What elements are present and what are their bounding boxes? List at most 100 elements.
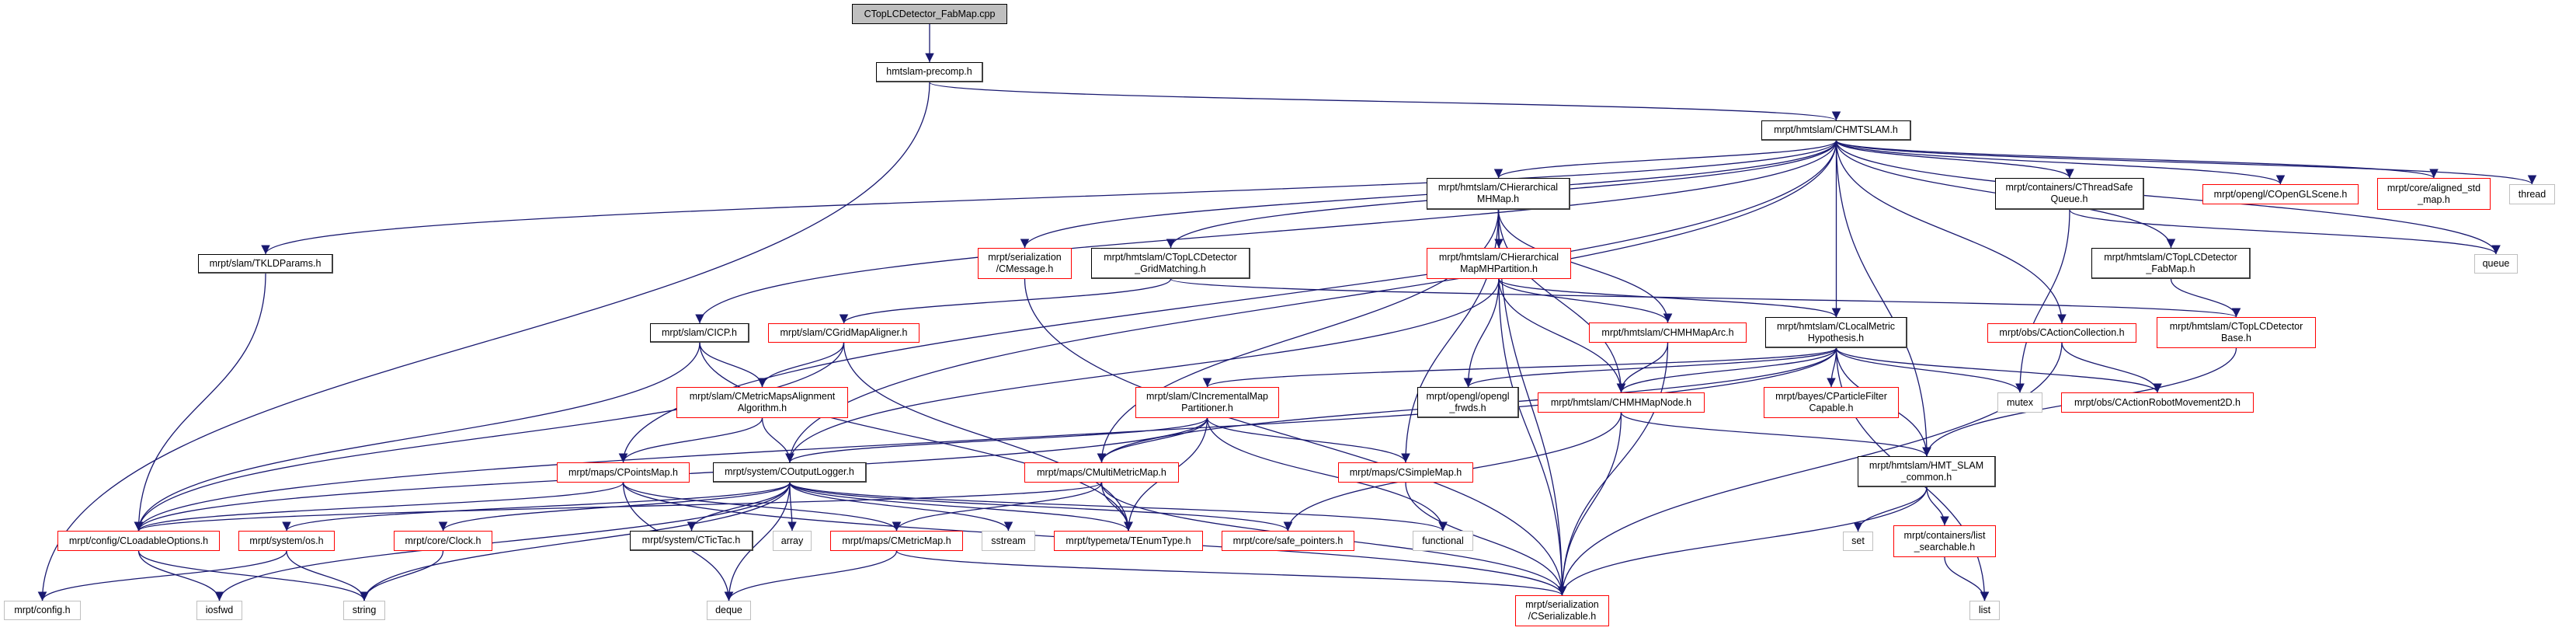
edge-simplemap-to-serializable [1405,482,1567,596]
node-logger[interactable]: mrpt/system/COutputLogger.h [713,462,867,483]
node-label: mrpt/maps/CSimpleMap.h [1349,466,1462,478]
node-label: mrpt/hmtslam/HMT_SLAM [1869,459,1984,471]
node-label: mrpt/slam/CIncrementalMap [1146,391,1268,402]
node-gridaligner[interactable]: mrpt/slam/CGridMapAligner.h [768,323,920,343]
node-arc[interactable]: mrpt/hmtslam/CHMHMapArc.h [1589,322,1747,343]
node-label: array [780,535,804,546]
node-gridmatch[interactable]: mrpt/hmtslam/CTopLCDetector_GridMatching… [1091,248,1250,279]
edge-hmhmap-to-node [1497,209,1626,393]
node-tictac[interactable]: mrpt/system/CTicTac.h [630,531,753,551]
node-mutex[interactable]: mutex [1997,392,2042,413]
node-label: Capable.h [1809,403,1854,413]
edge-metricmap-to-deque [724,550,898,601]
node-armov[interactable]: mrpt/obs/CActionRobotMovement2D.h [2061,392,2254,413]
node-label: MHMap.h [1476,193,1520,204]
node-label: mrpt/typemeta/TEnumType.h [1066,535,1191,546]
node-glscene[interactable]: mrpt/opengl/COpenGLScene.h [2202,184,2359,204]
edge-mhpart-to-lmh [1498,278,1841,318]
node-node[interactable]: mrpt/hmtslam/CHMHMapNode.h [1538,392,1705,413]
edge-precomp-to-chmtslam [929,82,1841,121]
node-string[interactable]: string [343,601,385,620]
node-functional[interactable]: functional [1413,531,1473,551]
node-cicp[interactable]: mrpt/slam/CICP.h [650,323,749,343]
node-array[interactable]: array [773,531,812,551]
node-deque[interactable]: deque [707,601,751,620]
node-chmtslam[interactable]: mrpt/hmtslam/CHMTSLAM.h [1761,120,1911,141]
edge-logger-to-safeptr [789,482,1293,532]
node-iosfwd[interactable]: iosfwd [196,601,242,620]
node-label: mrpt/slam/TKLDParams.h [209,257,322,269]
node-loadable[interactable]: mrpt/config/CLoadableOptions.h [57,531,220,551]
node-label: mutex [2006,396,2034,408]
node-label: _common.h [1900,471,1952,483]
edge-incpart-to-functional [1206,417,1448,532]
node-multimap[interactable]: mrpt/maps/CMultiMetricMap.h [1024,462,1179,483]
node-glfrwds[interactable]: mrpt/opengl/opengl_frwds.h [1417,387,1519,418]
edge-loadable-to-iosfwd [137,550,224,601]
node-serializable[interactable]: mrpt/serialization/CSerializable.h [1515,595,1609,626]
edge-chmtslam-to-tsq [1835,140,2074,179]
edge-actcoll-to-armov [2061,342,2162,393]
edge-mmalign-to-pointsmap [618,417,763,463]
node-label: mrpt/maps/CMultiMetricMap.h [1037,466,1166,478]
node-safeptr[interactable]: mrpt/core/safe_pointers.h [1222,531,1354,551]
edge-hmhmap-to-serializable [1497,209,1567,596]
edge-pointsmap-to-loadable [134,482,624,532]
node-common[interactable]: mrpt/hmtslam/HMT_SLAM_common.h [1858,456,1996,487]
edge-arc-to-serializable [1557,342,1669,596]
node-label: mrpt/config/CLoadableOptions.h [68,535,209,546]
node-thread[interactable]: thread [2509,184,2555,204]
node-cpp[interactable]: CTopLCDetector_FabMap.cpp [852,4,1007,24]
node-label: mrpt/obs/CActionCollection.h [1999,327,2125,338]
node-label: Base.h [2221,333,2251,343]
node-label: mrpt/bayes/CParticleFilter [1775,391,1887,402]
node-tkld[interactable]: mrpt/slam/TKLDParams.h [198,254,333,274]
edge-node-to-common [1620,412,1931,457]
node-sstream[interactable]: sstream [982,531,1035,551]
edge-incpart-to-logger [785,417,1208,463]
node-label: mrpt/core/safe_pointers.h [1232,535,1344,546]
node-label: Queue.h [2050,193,2088,204]
node-label: functional [1422,535,1464,546]
edge-multimap-to-loadable [134,482,1103,532]
node-configh[interactable]: mrpt/config.h [4,601,81,620]
node-queue[interactable]: queue [2474,254,2518,274]
node-os[interactable]: mrpt/system/os.h [238,531,335,551]
node-metricmap[interactable]: mrpt/maps/CMetricMap.h [830,531,963,551]
edge-gridaligner-to-mmalign [757,342,845,388]
node-label: _searchable.h [1914,541,1976,553]
node-label: mrpt/serialization [1525,599,1599,610]
node-label: thread [2518,188,2546,200]
edge-multimap-to-enumtype [1100,482,1133,532]
edge-chmtslam-to-glscene [1835,140,2286,185]
node-list[interactable]: list [1969,601,2000,620]
edge-chmtslam-to-actcoll [1835,140,2067,324]
node-alignedmap[interactable]: mrpt/core/aligned_std_map.h [2377,178,2491,210]
edge-logger-to-tictac [687,482,791,532]
node-label: mrpt/hmtslam/CHMTSLAM.h [1774,124,1898,135]
node-simplemap[interactable]: mrpt/maps/CSimpleMap.h [1338,462,1473,483]
node-listsearch[interactable]: mrpt/containers/list_searchable.h [1893,525,1996,557]
node-clock[interactable]: mrpt/core/Clock.h [394,531,492,551]
node-enumtype[interactable]: mrpt/typemeta/TEnumType.h [1054,531,1203,551]
node-cmessage[interactable]: mrpt/serialization/CMessage.h [978,248,1072,279]
node-pointsmap[interactable]: mrpt/maps/CPointsMap.h [557,462,690,483]
node-label: mrpt/hmtslam/CHierarchical [1437,182,1559,193]
node-label: _frwds.h [1449,402,1486,413]
node-set[interactable]: set [1843,532,1873,551]
node-precomp[interactable]: hmtslam-precomp.h [876,62,983,82]
edge-chmtslam-to-common [1835,140,1931,457]
edge-hmhmap-to-arc [1497,209,1673,323]
node-fabmaph[interactable]: mrpt/hmtslam/CTopLCDetector_FabMap.h [2091,248,2251,279]
node-label: sstream [991,535,1026,546]
edge-incpart-to-simplemap [1206,417,1410,463]
node-actcoll[interactable]: mrpt/obs/CActionCollection.h [1987,323,2136,343]
